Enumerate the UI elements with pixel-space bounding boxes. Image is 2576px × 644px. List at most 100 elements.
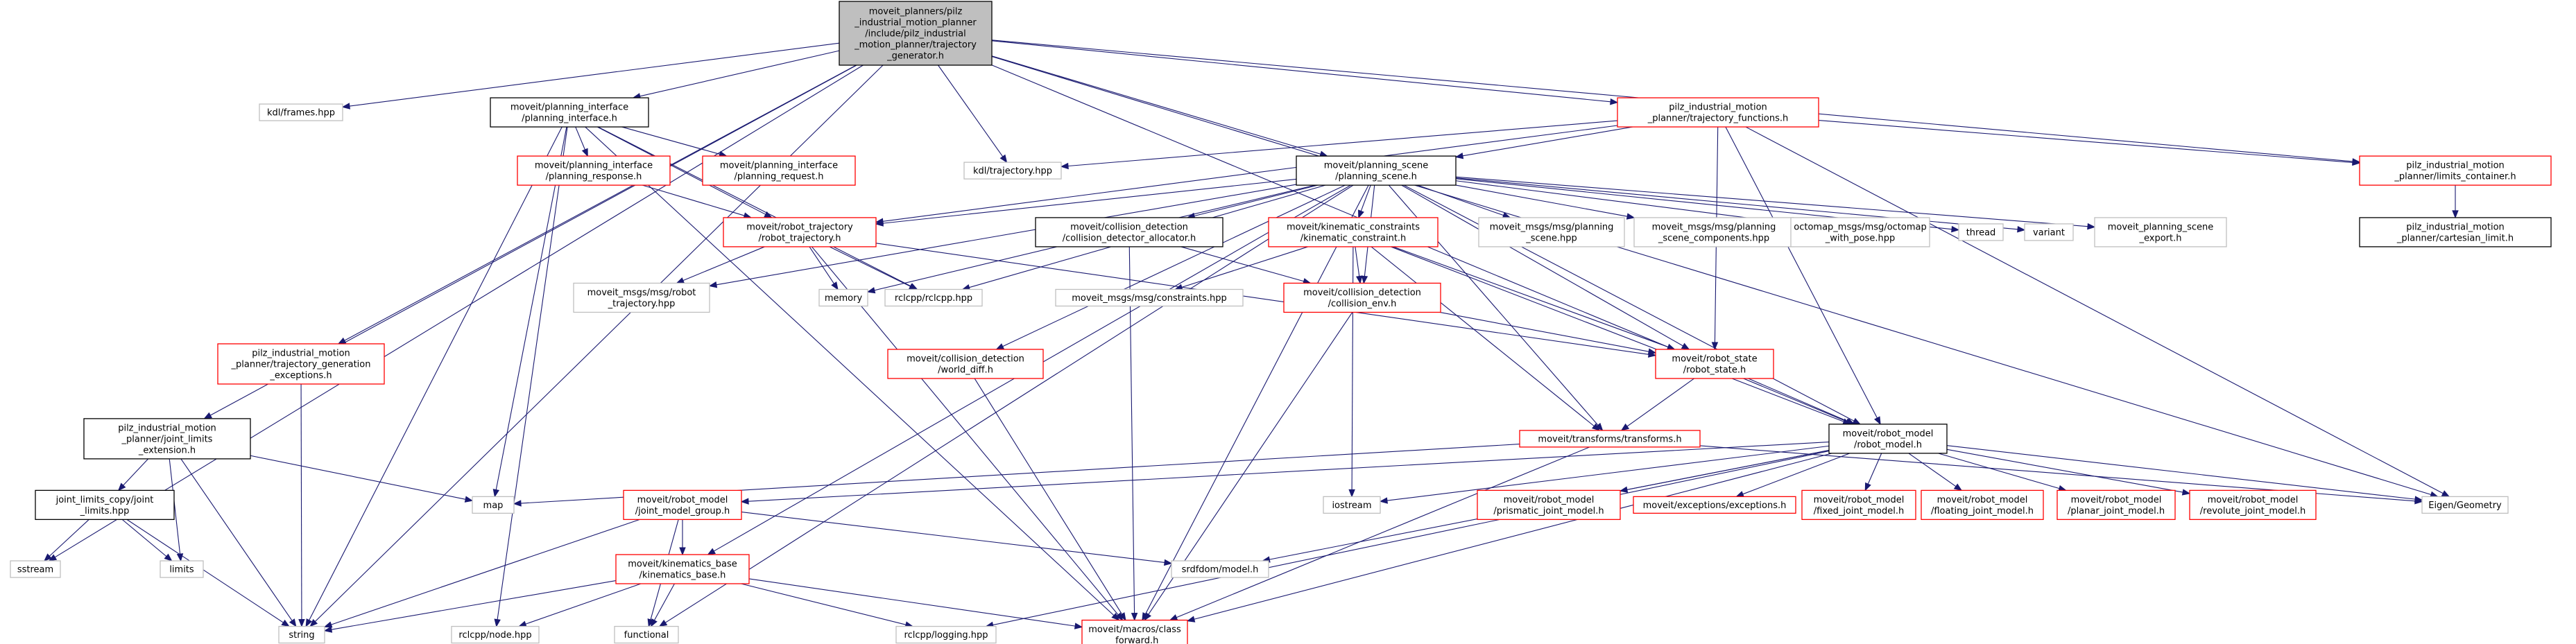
node-limits-container[interactable]: pilz_industrial_motion_planner/limits_co…	[2359, 155, 2552, 186]
node-label-line: moveit/planning_interface	[510, 103, 628, 113]
node-limits[interactable]: limits	[160, 560, 204, 578]
node-label-line: rclcpp/logging.hpp	[904, 630, 988, 641]
node-box	[1478, 217, 1625, 247]
node-prismatic[interactable]: moveit/robot_model/prismatic_joint_model…	[1477, 489, 1621, 521]
edge-arrowhead	[164, 553, 173, 562]
node-robot-state[interactable]: moveit/robot_state/robot_state.h	[1655, 349, 1774, 379]
edge-arrowhead	[866, 287, 876, 294]
node-psc-msg[interactable]: moveit_msgs/msg/planning_scene_component…	[1633, 217, 1794, 247]
edge-arrowhead	[341, 103, 351, 110]
node-jmg[interactable]: moveit/robot_model/joint_model_group.h	[623, 489, 742, 521]
node-rclcpp-logging[interactable]: rclcpp/logging.hpp	[895, 625, 997, 644]
node-collision-detector-allocator[interactable]: moveit/collision_detection/collision_det…	[1035, 217, 1223, 247]
node-thread[interactable]: thread	[1958, 223, 2004, 241]
node-exceptions[interactable]: moveit/exceptions/exceptions.h	[1633, 496, 1796, 514]
node-box	[160, 560, 204, 578]
edge-line	[180, 458, 293, 621]
node-cartesian-limit[interactable]: pilz_industrial_motion_planner/cartesian…	[2359, 217, 2552, 247]
node-ps-msg[interactable]: moveit_msgs/msg/planning_scene.hpp	[1478, 217, 1625, 247]
edge-arrowhead	[707, 548, 716, 555]
node-collision-env[interactable]: moveit/collision_detection/collision_env…	[1283, 282, 1441, 313]
node-transforms[interactable]: moveit/transforms/transforms.h	[1519, 430, 1701, 448]
edge-arrowhead	[1951, 225, 1960, 233]
node-planning-scene[interactable]: moveit/planning_scene/planning_scene.h	[1296, 155, 1457, 186]
edge-arrowhead	[117, 482, 126, 491]
node-label-line: functional	[624, 630, 669, 641]
node-label-line: moveit/robot_model	[2208, 495, 2299, 505]
node-ps-export[interactable]: moveit_planning_scene_export.h	[2094, 217, 2227, 247]
edge-robot-trajectory-to-rclcpp	[829, 246, 918, 290]
edge-arrowhead	[309, 618, 318, 627]
edge-world-diff-to-class-forward	[974, 378, 1126, 621]
node-iostream[interactable]: iostream	[1323, 496, 1381, 514]
node-planning-interface[interactable]: moveit/planning_interface/planning_inter…	[490, 97, 649, 128]
node-fixed[interactable]: moveit/robot_model/fixed_joint_model.h	[1801, 489, 1916, 521]
node-label-line: srdfdom/model.h	[1182, 565, 1259, 575]
node-box	[723, 217, 877, 247]
edge-jl-copy-to-limits	[121, 519, 173, 562]
node-label-line: /kinematics_base.h	[639, 571, 726, 581]
node-label-line: moveit/collision_detection	[907, 354, 1024, 364]
node-traj-gen-exceptions[interactable]: pilz_industrial_motion_planner/trajector…	[217, 343, 385, 385]
node-revolute[interactable]: moveit/robot_model/revolute_joint_model.…	[2189, 489, 2317, 521]
node-rclcpp-node[interactable]: rclcpp/node.hpp	[451, 625, 540, 644]
node-srdfdom[interactable]: srdfdom/model.h	[1171, 560, 1269, 578]
edge-arrowhead	[1666, 343, 1676, 350]
edge-robot-state-to-transforms	[1620, 378, 1694, 431]
node-functional[interactable]: functional	[614, 625, 679, 644]
edge-limits-container-to-cartesian-limit	[2452, 185, 2459, 219]
node-planning-response[interactable]: moveit/planning_interface/planning_respo…	[517, 155, 671, 186]
node-label-line: _planner/cartesian_limit.h	[2396, 233, 2514, 243]
node-floating[interactable]: moveit/robot_model/floating_joint_model.…	[1921, 489, 2044, 521]
edge-traj-functions-to-robot-model	[1725, 126, 1881, 426]
node-traj-functions[interactable]: pilz_industrial_motion_planner/trajector…	[1617, 97, 1819, 128]
node-rclcpp[interactable]: rclcpp/rclcpp.hpp	[884, 288, 983, 307]
edge-arrowhead	[2352, 159, 2361, 166]
node-root[interactable]: moveit_planners/pilz_industrial_motion_p…	[839, 1, 993, 66]
edge-planning-response-to-robot-trajectory	[642, 184, 753, 219]
node-label-line: _industrial_motion_planner	[854, 18, 977, 28]
edge-root-to-string	[309, 64, 884, 627]
edge-arrowhead	[1626, 213, 1635, 220]
edge-line	[1403, 184, 1855, 421]
node-kdl-frames[interactable]: kdl/frames.hpp	[259, 103, 343, 121]
node-kinematics-base[interactable]: moveit/kinematics_base/kinematics_base.h	[615, 554, 750, 584]
node-box	[1477, 489, 1621, 521]
edge-line	[121, 519, 167, 557]
node-box	[2359, 217, 2552, 247]
node-robot-trajectory[interactable]: moveit/robot_trajectory/robot_trajectory…	[723, 217, 877, 247]
node-robot-model[interactable]: moveit/robot_model/robot_model.h	[1828, 424, 1948, 454]
edge-arrowhead	[298, 619, 305, 627]
node-label-line: _planner/trajectory_functions.h	[1647, 114, 1789, 124]
node-jl-copy[interactable]: joint_limits_copy/joint_limits.hpp	[35, 489, 175, 521]
node-kinematic-constraint[interactable]: moveit/kinematic_constraints/kinematic_c…	[1268, 217, 1439, 247]
edge-line	[1393, 246, 1669, 348]
node-world-diff[interactable]: moveit/collision_detection/world_diff.h	[887, 349, 1044, 379]
node-variant[interactable]: variant	[2024, 223, 2074, 241]
node-planning-request[interactable]: moveit/planning_interface/planning_reque…	[702, 155, 856, 186]
edge-planning-interface-to-rclcpp	[597, 126, 918, 290]
node-label-line: moveit/macros/class	[1088, 625, 1181, 635]
node-kdl-traj[interactable]: kdl/trajectory.hpp	[963, 162, 1062, 180]
node-rt-msg[interactable]: moveit_msgs/msg/robot_trajectory.hpp	[573, 282, 710, 313]
node-box	[517, 155, 671, 186]
edge-arrowhead	[464, 496, 474, 503]
edge-arrowhead	[1060, 162, 1069, 170]
node-planar[interactable]: moveit/robot_model/planar_joint_model.h	[2056, 489, 2176, 521]
edge-traj-functions-to-limits-container	[1818, 119, 2361, 166]
node-joint-limits-ext[interactable]: pilz_industrial_motion_planner/joint_lim…	[83, 418, 251, 460]
node-memory[interactable]: memory	[818, 288, 868, 307]
edge-line	[331, 580, 617, 630]
node-sstream[interactable]: sstream	[10, 560, 61, 578]
edge-line	[1351, 246, 1354, 490]
node-string[interactable]: string	[278, 625, 325, 644]
edge-kinematic-constraint-to-robot-model	[1391, 246, 1851, 425]
node-label-line: _forward.h	[1110, 636, 1159, 644]
edge-line	[1355, 246, 1360, 277]
node-map[interactable]: map	[472, 496, 515, 514]
node-eigen[interactable]: Eigen/Geometry	[2421, 496, 2509, 514]
node-class-forward[interactable]: moveit/macros/class_forward.h	[1081, 619, 1188, 644]
node-constraints-msg[interactable]: moveit_msgs/msg/constraints.hpp	[1055, 288, 1244, 307]
edge-arrowhead	[658, 619, 668, 627]
node-octomap-msg[interactable]: octomap_msgs/msg/octomap_with_pose.hpp	[1790, 217, 1930, 247]
